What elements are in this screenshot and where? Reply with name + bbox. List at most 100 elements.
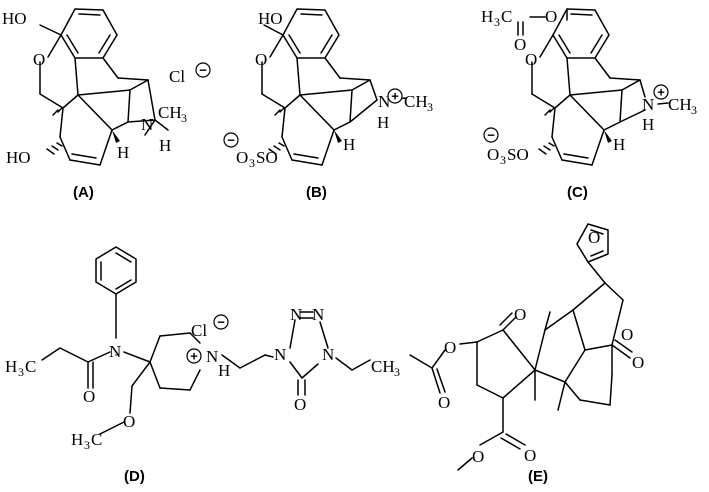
carbonyl-oxygen-label: O <box>83 387 95 406</box>
piperidine-ring-d <box>149 332 201 391</box>
ketone-oxygen-label: O <box>514 305 526 324</box>
decalin-rings-e <box>476 309 613 411</box>
negative-charge-icon: − <box>213 314 229 330</box>
structure-a: HO O HO Cl − N CH 3 H H (A) <box>2 8 211 201</box>
structure-e: O O O O O O O O (E) <box>409 223 644 485</box>
svg-text:−: − <box>487 128 495 143</box>
ethyl-subscript: 3 <box>394 365 400 379</box>
n-hydrogen-label: H <box>159 136 171 155</box>
acetyl-subscript: 3 <box>494 15 500 29</box>
bridge-hydrogen-label: H <box>117 143 129 162</box>
methoxy-subscript: 3 <box>84 438 90 452</box>
positive-charge-icon: + <box>653 84 669 100</box>
hash-bond-a <box>46 142 63 155</box>
hydroxyl-label: HO <box>2 9 27 28</box>
hydroxyl-label: HO <box>258 9 283 28</box>
svg-text:−: − <box>199 63 207 78</box>
aromatic-ring-b <box>282 8 340 59</box>
ring-oxygen-label: O <box>525 50 537 69</box>
tetrazole-nitrogen-label: N <box>290 305 302 324</box>
ethyl-subscript: 3 <box>18 365 24 379</box>
panel-label-a: (A) <box>73 184 94 201</box>
negative-charge-icon: − <box>223 132 239 148</box>
carbonyl-oxygen-label: O <box>514 35 526 54</box>
ethyl-hydrogen-label: H <box>5 357 17 376</box>
acetyl-carbon-label: C <box>501 7 512 26</box>
n-hydrogen-label: H <box>377 113 389 132</box>
sulfate-oxygen-label: O <box>236 148 248 167</box>
piperidinium-nitrogen-label: N <box>206 347 218 366</box>
sulfate-label: SO <box>256 148 278 167</box>
ester-oxygen-label: O <box>545 7 557 26</box>
tetrazole-nitrogen-label: N <box>274 345 286 364</box>
phenyl-ring-d <box>95 246 137 295</box>
structure-d: H 3 C N O O H 3 C Cl − + N H N N N N O C… <box>5 246 400 485</box>
panel-label-c: (C) <box>567 184 588 201</box>
methyl-label: CH <box>404 92 428 111</box>
aromatic-ring-a <box>60 8 118 59</box>
acetyl-carbonyl-oxygen-label: O <box>438 393 450 412</box>
methyl-subscript: 3 <box>427 100 433 114</box>
sulfate-oxygen-label: O <box>487 145 499 164</box>
svg-text:+: + <box>657 85 665 100</box>
tetrazolone-oxygen-label: O <box>294 395 306 414</box>
aromatic-ring-c <box>552 8 610 59</box>
lactone-oxygen-label: O <box>621 325 633 344</box>
hash-bond-b2 <box>274 107 285 116</box>
ring-oxygen-label: O <box>255 50 267 69</box>
furan-oxygen-label: O <box>588 228 600 247</box>
ester-oxygen-label: O <box>472 447 484 466</box>
methyl-label: CH <box>668 95 692 114</box>
nitrogen-label: N <box>642 95 654 114</box>
bridge-hydrogen-label: H <box>613 135 625 154</box>
panel-label-b: (B) <box>306 184 327 201</box>
tetrazole-nitrogen-label: N <box>322 345 334 364</box>
ethyl-label: CH <box>371 357 395 376</box>
piperidinium-hydrogen-label: H <box>218 361 230 380</box>
bridge-hydrogen-label: H <box>343 135 355 154</box>
panel-label-d: (D) <box>124 468 145 485</box>
svg-text:+: + <box>190 349 198 364</box>
hash-bond-c2 <box>544 107 555 116</box>
ester-carbonyl-oxygen-label: O <box>524 446 536 465</box>
hydroxyl-label: HO <box>6 148 31 167</box>
hash-bond-b <box>268 142 285 155</box>
ring-oxygen-label: O <box>33 50 45 69</box>
structure-c: H 3 C O O O − O 3 SO N + CH 3 H H (C) <box>481 7 697 201</box>
svg-text:−: − <box>227 133 235 148</box>
structure-b: HO O − O 3 SO N + CH 3 H H (B) <box>223 8 433 201</box>
nitrogen-label: N <box>378 92 390 111</box>
tetrazole-nitrogen-label: N <box>312 305 324 324</box>
ethyl-carbon-label: C <box>25 357 36 376</box>
svg-text:−: − <box>217 315 225 330</box>
acetoxy-oxygen-label: O <box>444 338 456 357</box>
panel-label-e: (E) <box>528 468 548 485</box>
methoxy-hydrogen-label: H <box>71 430 83 449</box>
methyl-subscript: 3 <box>181 111 187 125</box>
negative-charge-icon: − <box>483 127 499 143</box>
positive-charge-icon: + <box>387 88 403 104</box>
negative-charge-icon: − <box>195 62 211 78</box>
lactone-carbonyl-oxygen-label: O <box>632 353 644 372</box>
svg-text:+: + <box>391 89 399 104</box>
sulfate-subscript: 3 <box>500 153 506 167</box>
acetyl-hydrogen-label: H <box>481 7 493 26</box>
chloride-label: Cl <box>191 321 207 340</box>
hash-bond-a2 <box>52 107 63 116</box>
lactone-ring-e <box>572 282 624 351</box>
tetrazolone-ring-d <box>289 311 329 396</box>
chloride-label: Cl <box>169 67 185 86</box>
nitrogen-label: N <box>141 115 153 134</box>
sulfate-subscript: 3 <box>249 156 255 170</box>
n-hydrogen-label: H <box>642 115 654 134</box>
methyl-label: CH <box>158 103 182 122</box>
methyl-subscript: 3 <box>691 103 697 117</box>
sulfate-label: SO <box>507 145 529 164</box>
amide-nitrogen-label: N <box>109 342 121 361</box>
furan-ring-e <box>576 223 609 263</box>
methoxy-carbon-label: C <box>91 430 102 449</box>
hash-bond-c <box>538 142 555 155</box>
methoxy-oxygen-label: O <box>123 412 135 431</box>
positive-charge-icon: + <box>186 348 202 364</box>
